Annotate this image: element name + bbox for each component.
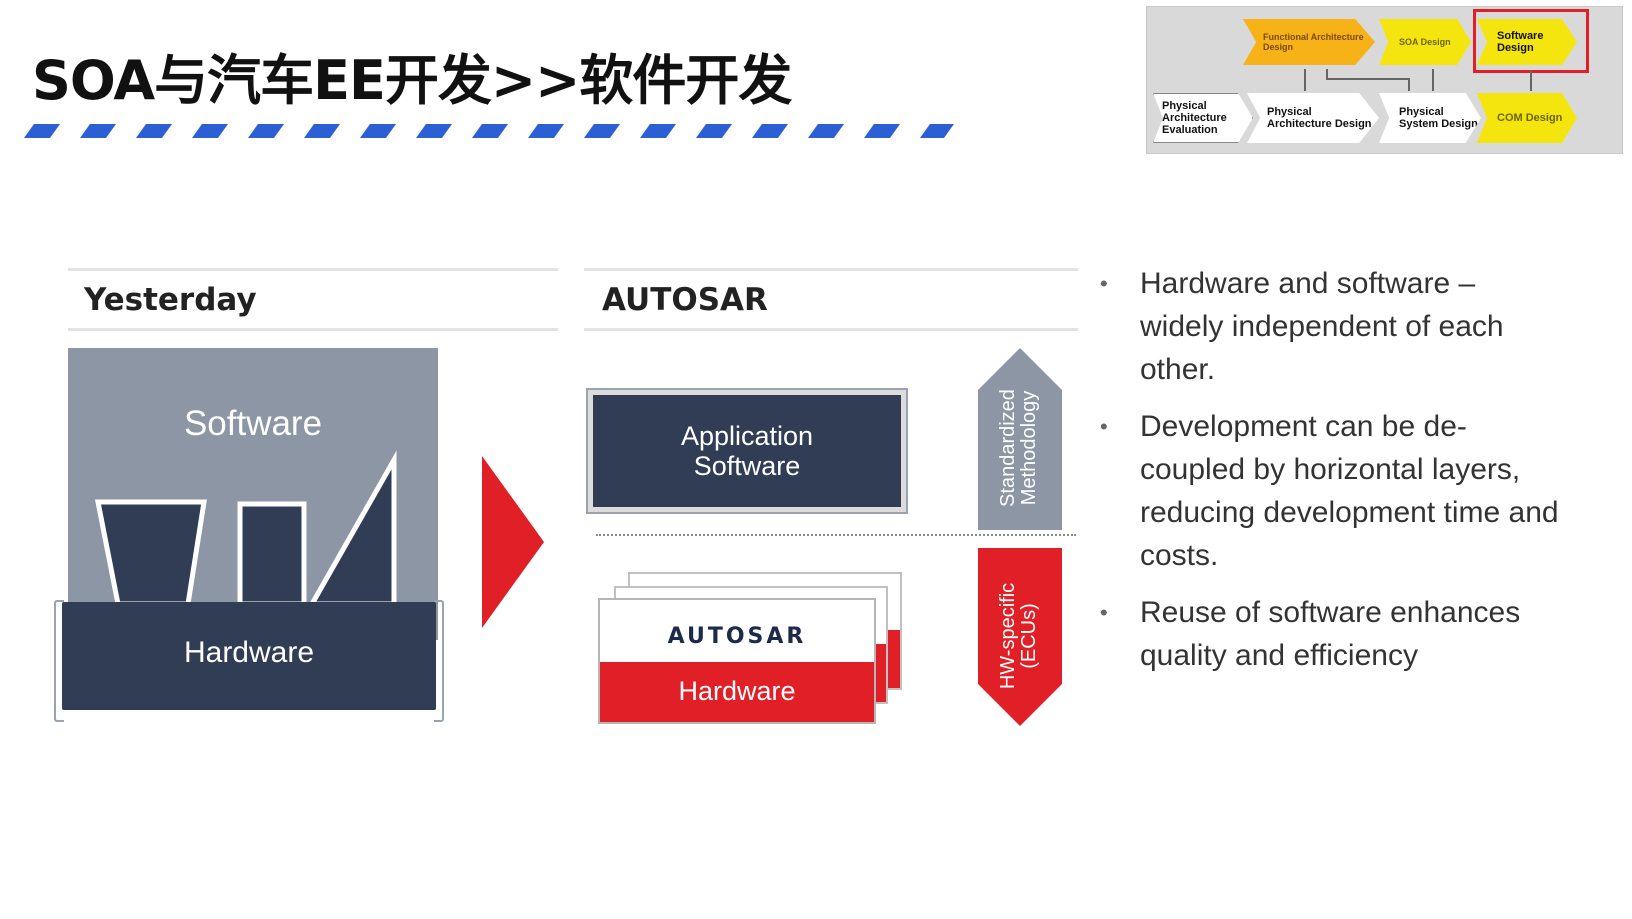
layer-separator-dotted-line [596,534,1076,536]
ecu-card-front: AUTOSAR Hardware [598,598,876,724]
thumbnail-connectors [1304,69,1532,91]
chevron-com-design: COM Design [1477,93,1577,143]
yesterday-header-top-line [68,268,558,271]
application-label-line1: Application [680,421,814,451]
chevron-functional-architecture-design: Functional Architecture Design [1243,19,1375,65]
benefits-bullet-list: • Hardware and software – widely indepen… [1100,262,1560,691]
software-label: Software [183,404,323,443]
hardware-bracket-left [54,600,64,722]
title-dash-decoration [24,124,954,138]
standardized-methodology-arrow-icon [978,348,1062,530]
autosar-header-top-line [584,268,1078,271]
yesterday-header-bottom-line [68,328,558,331]
autosar-heading: AUTOSAR [602,282,768,318]
yesterday-software-block: Software [68,348,438,640]
bullet-item: • Development can be de-coupled by horiz… [1100,410,1559,572]
autosar-logo: AUTOSAR [667,624,807,649]
hw-specific-label: HW-specific (ECUs) [997,582,1040,690]
yesterday-hardware-block: Hardware [62,602,436,710]
ecu-hardware-layer: Hardware [600,662,874,722]
chevron-soa-design: SOA Design [1379,19,1471,65]
hw-specific-arrow-icon [978,548,1062,726]
chevron-physical-system-design: Physical System Design [1379,93,1481,143]
software-shapes [94,450,397,607]
slide-title: SOA与汽车EE开发>>软件开发 [32,49,792,112]
hardware-bracket-right [434,600,444,722]
ecu-hardware-label: Hardware [678,676,796,706]
transition-arrow-icon [482,456,544,628]
chevron-physical-architecture-evaluation: Physical Architecture Evaluation [1153,93,1253,143]
bullet-item: • Reuse of software enhances quality and… [1100,596,1521,672]
standardized-methodology-label: Standardized Methodology [997,389,1040,507]
process-thumbnail: Functional Architecture Design SOA Desig… [1146,6,1623,154]
application-label-line2: Software [693,451,801,481]
chevron-physical-architecture-design: Physical Architecture Design [1247,93,1379,143]
chevron-software-design: Software Design [1477,19,1577,65]
bullet-item: • Hardware and software – widely indepen… [1100,267,1504,386]
autosar-header-bottom-line [584,328,1078,331]
yesterday-heading: Yesterday [84,282,257,318]
hardware-label: Hardware [183,636,315,669]
application-software-box: Application Software [588,390,906,512]
